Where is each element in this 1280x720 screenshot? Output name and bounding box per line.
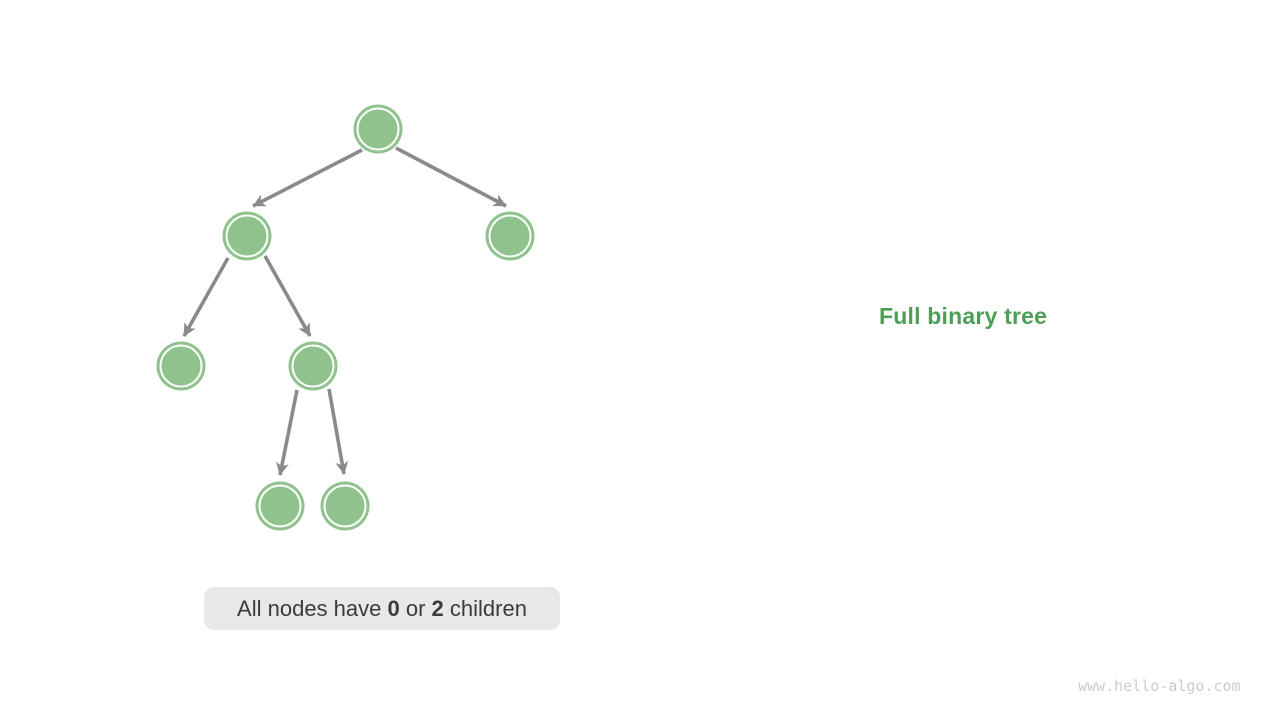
tree-edge-left-right-left-right-left xyxy=(276,389,299,476)
tree-node-left xyxy=(222,211,272,261)
tree-node-left-right-left xyxy=(255,481,305,531)
tree-edge-left-right-left-right-right xyxy=(327,388,349,475)
caption-text-suffix: children xyxy=(443,595,527,621)
tree-edge-left-left-right xyxy=(263,255,312,337)
caption-box: All nodes have 0 or 2 children xyxy=(204,587,560,630)
caption-bold-zero: 0 xyxy=(387,595,400,621)
tree-node-right xyxy=(485,211,535,261)
diagram-title: Full binary tree xyxy=(879,303,1048,329)
caption-text-middle: or xyxy=(399,595,432,621)
caption-text-prefix: All nodes have xyxy=(237,595,388,621)
watermark-url: www.hello-algo.com xyxy=(1078,677,1241,695)
tree-edge-root-right xyxy=(395,146,507,208)
tree-node-root xyxy=(353,104,403,154)
tree-node-left-left xyxy=(156,341,206,391)
tree-node-left-right xyxy=(288,341,338,391)
caption-bold-two: 2 xyxy=(431,595,444,621)
tree-edge-left-left-left xyxy=(182,257,230,337)
tree-node-left-right-right xyxy=(320,481,370,531)
tree-edge-root-left xyxy=(252,148,363,208)
